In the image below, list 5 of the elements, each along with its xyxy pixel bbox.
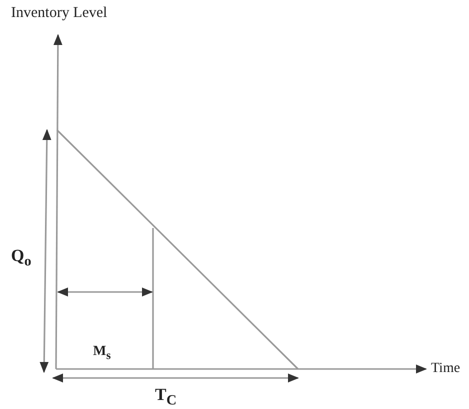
axis-label: Q$_{o}$ [11,247,32,269]
axis-title: Time [431,362,460,376]
axis-label: T$_{C}$ [155,386,177,408]
axis-label: M$_{s}$ [93,345,111,362]
axis-title: Inventory Level [11,6,108,21]
